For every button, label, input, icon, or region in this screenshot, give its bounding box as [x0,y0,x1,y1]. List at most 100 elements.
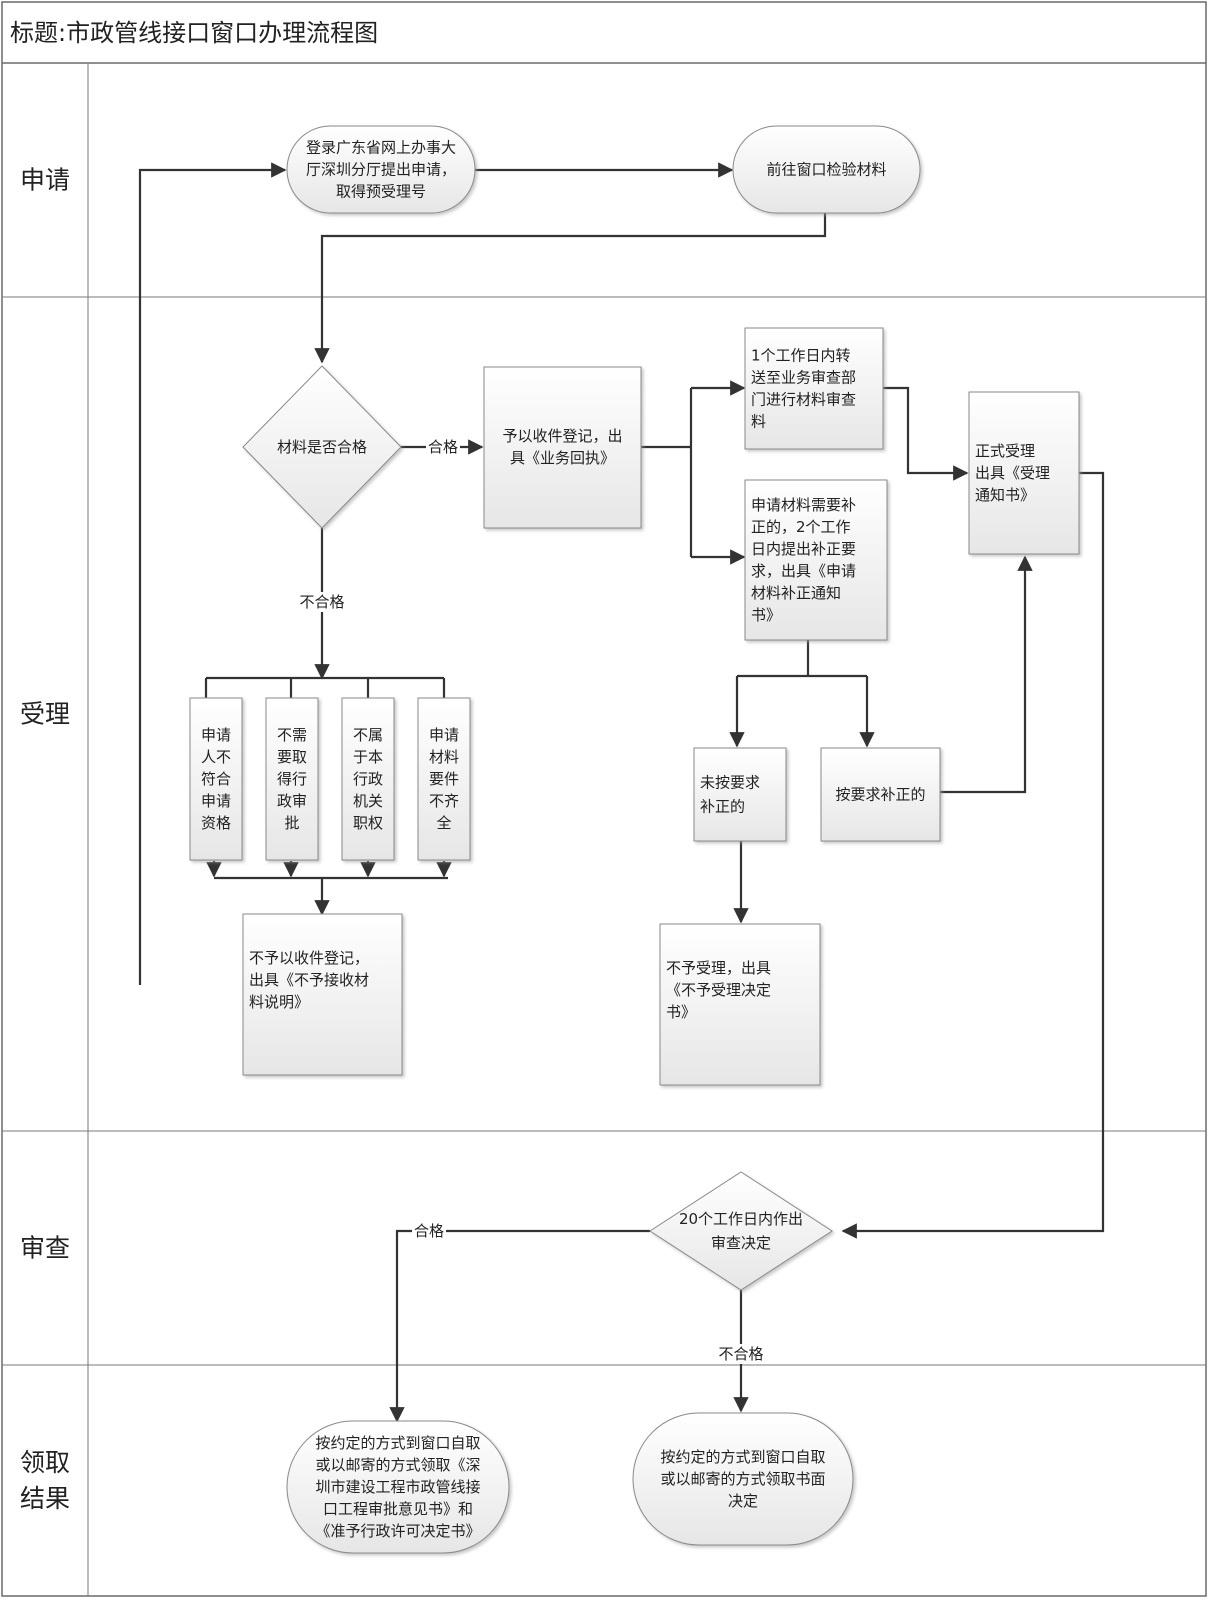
transfer-text: 料 [751,413,766,431]
login-text: 厅深圳分厅提出申请， [306,161,456,179]
supplement-text: 正的，2个工作 [751,518,851,536]
box-shape [242,913,403,1076]
r3-text: 不属 [353,726,383,744]
box-shape [968,391,1080,555]
transfer-text: 门进行材料审查 [751,391,856,409]
r1-text: 符合 [201,770,231,788]
formal-text: 通知书》 [975,486,1035,504]
box-shape [693,747,787,842]
r2-text: 批 [284,814,299,832]
diamond-shape [649,1171,833,1291]
edge-label-pass2: 合格 [414,1222,444,1240]
get-denial-text: 决定 [728,1492,758,1510]
edge-label-bg [716,1344,766,1364]
r2-text: 要取 [277,748,307,766]
box-shape [744,479,888,641]
not-fixed-text: 补正的 [700,798,745,816]
edge-fixed-to-formal [940,555,1033,794]
lane-label-accept: 受理 [20,700,70,729]
lane-label-result: 结果 [20,1484,70,1513]
fixed-box[interactable]: 按要求补正的 [820,747,941,842]
reject-recv-text: 不予以收件登记， [249,949,369,967]
r2-text: 不需 [277,726,307,744]
supplement-text: 申请材料需要补 [751,496,856,514]
get-permit-terminator[interactable]: 按约定的方式到窗口自取或以邮寄的方式领取《深圳市建设工程市政管线接口工程审批意见… [286,1420,510,1554]
r3-text: 职权 [353,814,383,832]
edge-label-fail2: 不合格 [718,1345,763,1363]
r1-text: 资格 [201,814,231,832]
register-box[interactable]: 予以收件登记，出具《业务回执》 [483,366,642,529]
login-text: 取得预受理号 [336,183,426,201]
go-window-text: 前往窗口检验材料 [766,161,886,179]
r3-text: 行政 [353,770,383,788]
supplement-text: 日内提出补正要 [751,540,856,558]
r4-text: 材料 [429,748,459,766]
edge-decision-pass [389,1229,650,1423]
pill-shape [286,1420,510,1554]
page-title: 标题:市政管线接口窗口办理流程图 [10,19,378,47]
edge-window-to-check [314,213,827,364]
check-decision[interactable]: 材料是否合格 [242,365,402,529]
get-permit-text: 或以邮寄的方式领取《深 [315,1456,480,1474]
box-shape [265,697,319,861]
pill-shape [732,125,921,214]
lane-label-apply: 申请 [20,166,70,195]
supplement-text: 求，出具《申请 [751,562,856,580]
r4-text: 全 [436,814,451,832]
r2-text: 政审 [277,792,307,810]
fixed-text: 按要求补正的 [835,786,925,804]
login-text: 登录广东省网上办事大 [306,139,456,157]
reject-recv-text: 料说明》 [249,993,309,1011]
register-text: 具《业务回执》 [510,449,615,467]
reject-recv-text: 出具《不予接收材 [249,971,369,989]
get-permit-text: 圳市建设工程市政管线接 [315,1478,480,1496]
formal-text: 正式受理 [975,442,1035,460]
edge-transfer-to-formal [883,386,969,481]
supplement-text: 材料补正通知 [751,584,841,602]
box-shape [820,747,941,842]
get-denial-text: 按约定的方式到窗口自取 [660,1448,825,1466]
r3-text: 于本 [353,748,383,766]
box-shape [189,697,243,861]
r4-text: 申请 [429,726,459,744]
box-shape [483,366,642,529]
r1-text: 申请 [201,792,231,810]
r2-text: 得行 [277,770,307,788]
decision-text: 20个工作日内作出 [679,1210,803,1228]
edge-label-bg [411,1221,447,1241]
formal-text: 出具《受理 [975,464,1050,482]
not-fixed-text: 未按要求 [700,774,760,792]
r4-text: 不齐 [429,792,459,810]
edge-label-pass1: 合格 [428,438,458,456]
box-shape [341,697,395,861]
pill-shape [632,1412,854,1546]
get-permit-text: 口工程审批意见书》和 [323,1500,473,1518]
get-permit-text: 《准予行政许可决定书》 [315,1522,480,1540]
edge-reject-back-to-login [138,162,287,985]
box-shape [417,697,471,861]
diamond-shape [242,365,402,529]
go-window-terminator[interactable]: 前往窗口检验材料 [732,125,921,214]
r3-text: 机关 [353,792,383,810]
lane-label-review: 审查 [20,1234,70,1263]
r4-text: 要件 [429,770,459,788]
r1-text: 人不 [201,748,231,766]
lane-label-result: 领取 [20,1448,70,1477]
register-text: 予以收件登记，出 [502,427,622,445]
r1-text: 申请 [201,726,231,744]
